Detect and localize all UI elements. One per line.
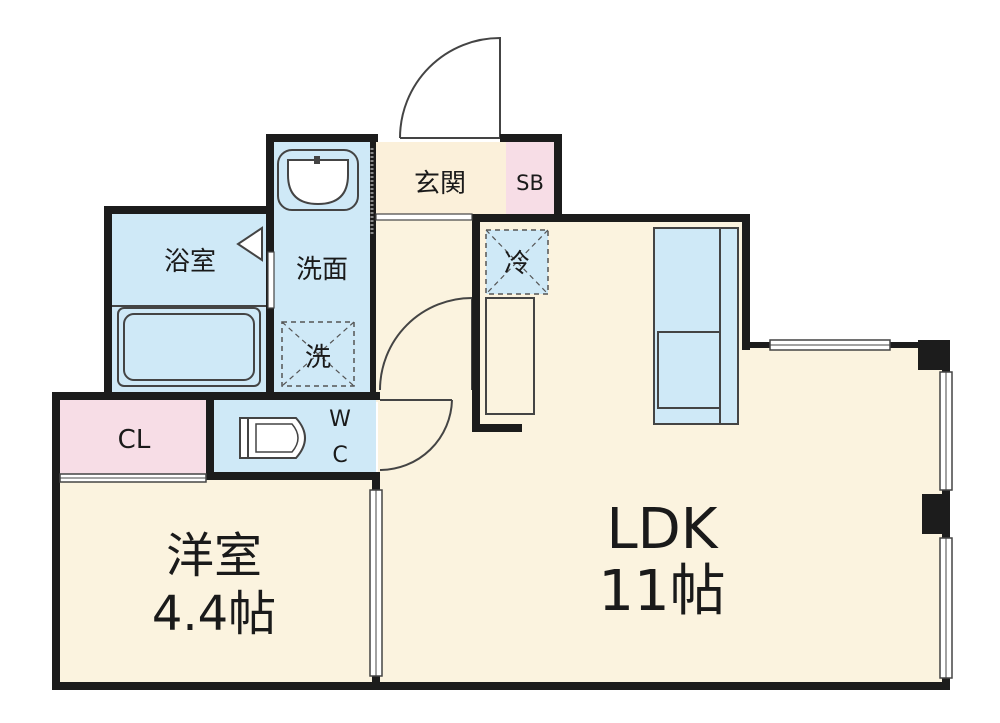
kitchen-cabinet <box>485 297 535 415</box>
washer-label: 洗 <box>305 343 331 373</box>
fixtures <box>110 149 739 459</box>
toilet-label-c: C <box>332 443 347 468</box>
shoe-box-floor <box>506 142 554 216</box>
front-door-icon <box>399 36 501 139</box>
bathtub-icon <box>110 305 268 387</box>
western-room-size: 4.4帖 <box>152 586 276 642</box>
washer-space-icon <box>281 321 355 387</box>
washbasin-icon <box>277 149 359 211</box>
bath-label: 浴室 <box>164 247 216 277</box>
toilet-icon <box>239 417 306 459</box>
closet-label: CL <box>118 425 151 455</box>
shower-icon <box>236 226 263 262</box>
ldk-label: LDK <box>606 497 718 562</box>
toilet-door-icon <box>379 399 453 471</box>
western-room-label: 洋室 <box>166 528 262 584</box>
entrance-floor <box>376 142 506 216</box>
shoe-box-label: SB <box>516 171 544 195</box>
fridge-space-icon <box>485 229 549 295</box>
windows <box>59 148 953 679</box>
western-room-floor <box>56 478 374 684</box>
wash-sliding-door <box>267 251 275 309</box>
kitchen-counter <box>653 227 739 425</box>
washroom-label: 洗面 <box>296 255 348 285</box>
hallway-floor <box>376 214 476 402</box>
entrance-step <box>375 213 473 221</box>
labels: 玄関 SB 浴室 洗面 洗 冷 CL W C 洋室 4.4帖 LDK 11帖 <box>118 169 726 642</box>
ldk-floor-bay <box>742 345 948 684</box>
entrance-label: 玄関 <box>414 169 466 199</box>
ldk-size: 11帖 <box>598 559 725 624</box>
toilet-label-w: W <box>329 407 351 432</box>
fridge-label: 冷 <box>504 249 530 279</box>
closet-floor <box>58 398 206 476</box>
